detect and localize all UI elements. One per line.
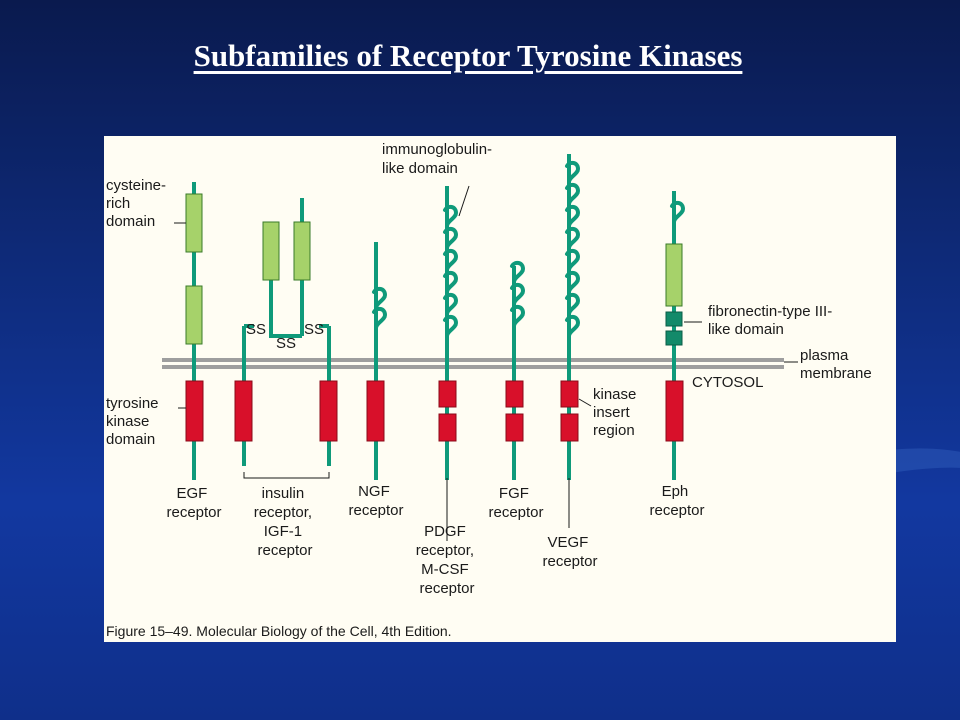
insulin-kinase-1 xyxy=(234,380,253,442)
receptor-diagram: cysteine- rich domain tyrosine kinase do… xyxy=(106,141,872,639)
fgf-kinase-1 xyxy=(505,380,524,408)
pdgf-kinase-1 xyxy=(438,380,457,408)
slide-title: Subfamilies of Receptor Tyrosine Kinases xyxy=(193,38,743,73)
plasma-membrane-label: plasma membrane xyxy=(800,347,872,382)
plasma-membrane xyxy=(162,358,798,369)
vegf-receptor-label: VEGF receptor xyxy=(542,534,597,570)
pdgf-receptor-label: PDGF receptor, M-CSF receptor xyxy=(416,523,479,597)
eph-cysteine-rich xyxy=(665,243,683,307)
egf-receptor-label: EGF receptor xyxy=(166,485,221,521)
ig-loops xyxy=(372,160,685,338)
disulfide-bridges xyxy=(244,324,329,338)
leader-lines xyxy=(174,185,702,541)
ngf-kinase xyxy=(366,380,385,442)
fgf-receptor-label: FGF receptor xyxy=(488,485,543,521)
insulin-receptor-label: insulin receptor, IGF-1 receptor xyxy=(254,485,317,559)
eph-kinase xyxy=(665,380,684,442)
egf-cysteine-rich-1 xyxy=(185,193,203,253)
cysteine-rich-label: cysteine- rich domain xyxy=(106,177,170,230)
insulin-kinase-2 xyxy=(319,380,338,442)
fibronectin-label: fibronectin-type III- like domain xyxy=(708,303,836,338)
vegf-kinase-2 xyxy=(560,413,579,442)
insulin-cysteine-rich-1 xyxy=(262,221,280,281)
receptor-diagram-figure: cysteine- rich domain tyrosine kinase do… xyxy=(104,136,896,642)
figure-caption: Figure 15–49. Molecular Biology of the C… xyxy=(106,623,452,639)
kinase-domains xyxy=(185,380,684,442)
cytosol-label: CYTOSOL xyxy=(692,374,763,391)
ngf-receptor-label: NGF receptor xyxy=(348,483,403,519)
immunoglobulin-label: immunoglobulin- like domain xyxy=(382,141,496,177)
ss-label-3: SS xyxy=(304,321,324,338)
pdgf-kinase-2 xyxy=(438,413,457,442)
insulin-cysteine-rich-2 xyxy=(293,221,311,281)
egf-cysteine-rich-2 xyxy=(185,285,203,345)
ss-label-1: SS xyxy=(246,321,266,338)
fgf-kinase-2 xyxy=(505,413,524,442)
fibronectin-domains xyxy=(665,311,683,346)
ss-label-2: SS xyxy=(276,335,296,352)
eph-receptor-label: Eph receptor xyxy=(649,483,704,519)
tyrosine-kinase-label: tyrosine kinase domain xyxy=(106,395,163,448)
kinase-insert-label: kinase insert region xyxy=(593,386,641,439)
vegf-kinase-1 xyxy=(560,380,579,408)
egf-kinase xyxy=(185,380,204,442)
cysteine-rich-domains xyxy=(185,193,683,345)
